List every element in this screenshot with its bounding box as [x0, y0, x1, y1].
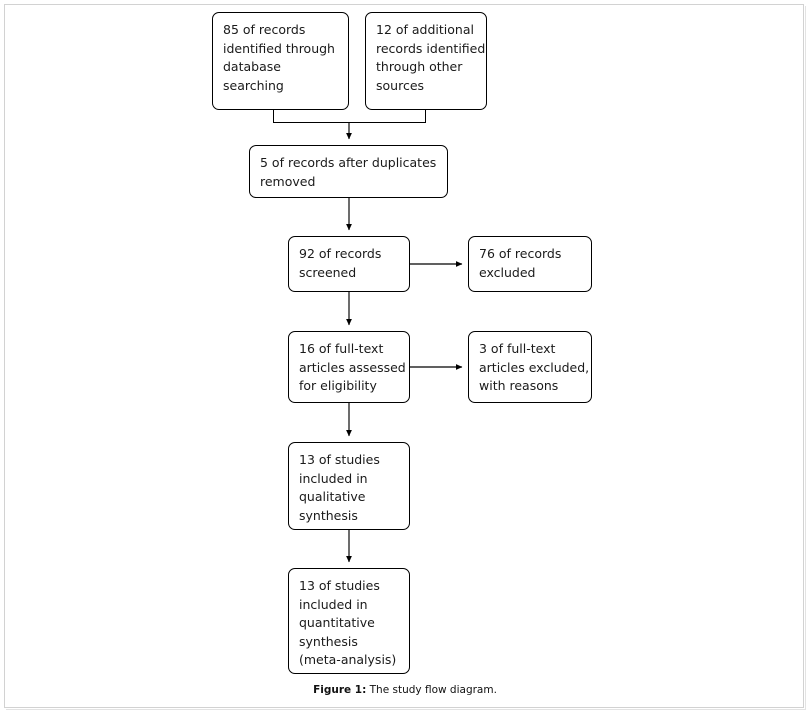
node-records-screened: 92 of records screened	[288, 236, 410, 292]
figure-caption: Figure 1: The study flow diagram.	[0, 683, 810, 697]
node-identification-database: 85 of records identified through databas…	[212, 12, 349, 110]
figure-caption-label: Figure 1:	[313, 684, 367, 696]
node-duplicates-removed: 5 of records after duplicates removed	[249, 145, 448, 198]
node-fulltext-assessed: 16 of full-text articles assessed for el…	[288, 331, 410, 403]
figure-caption-text: The study flow diagram.	[366, 684, 497, 696]
node-identification-other: 12 of additional records identified thro…	[365, 12, 487, 110]
node-qualitative-synthesis: 13 of studies included in qualitative sy…	[288, 442, 410, 530]
node-fulltext-excluded: 3 of full-text articles excluded, with r…	[468, 331, 592, 403]
node-records-excluded: 76 of records excluded	[468, 236, 592, 292]
node-quantitative-synthesis: 13 of studies included in quantitative s…	[288, 568, 410, 674]
